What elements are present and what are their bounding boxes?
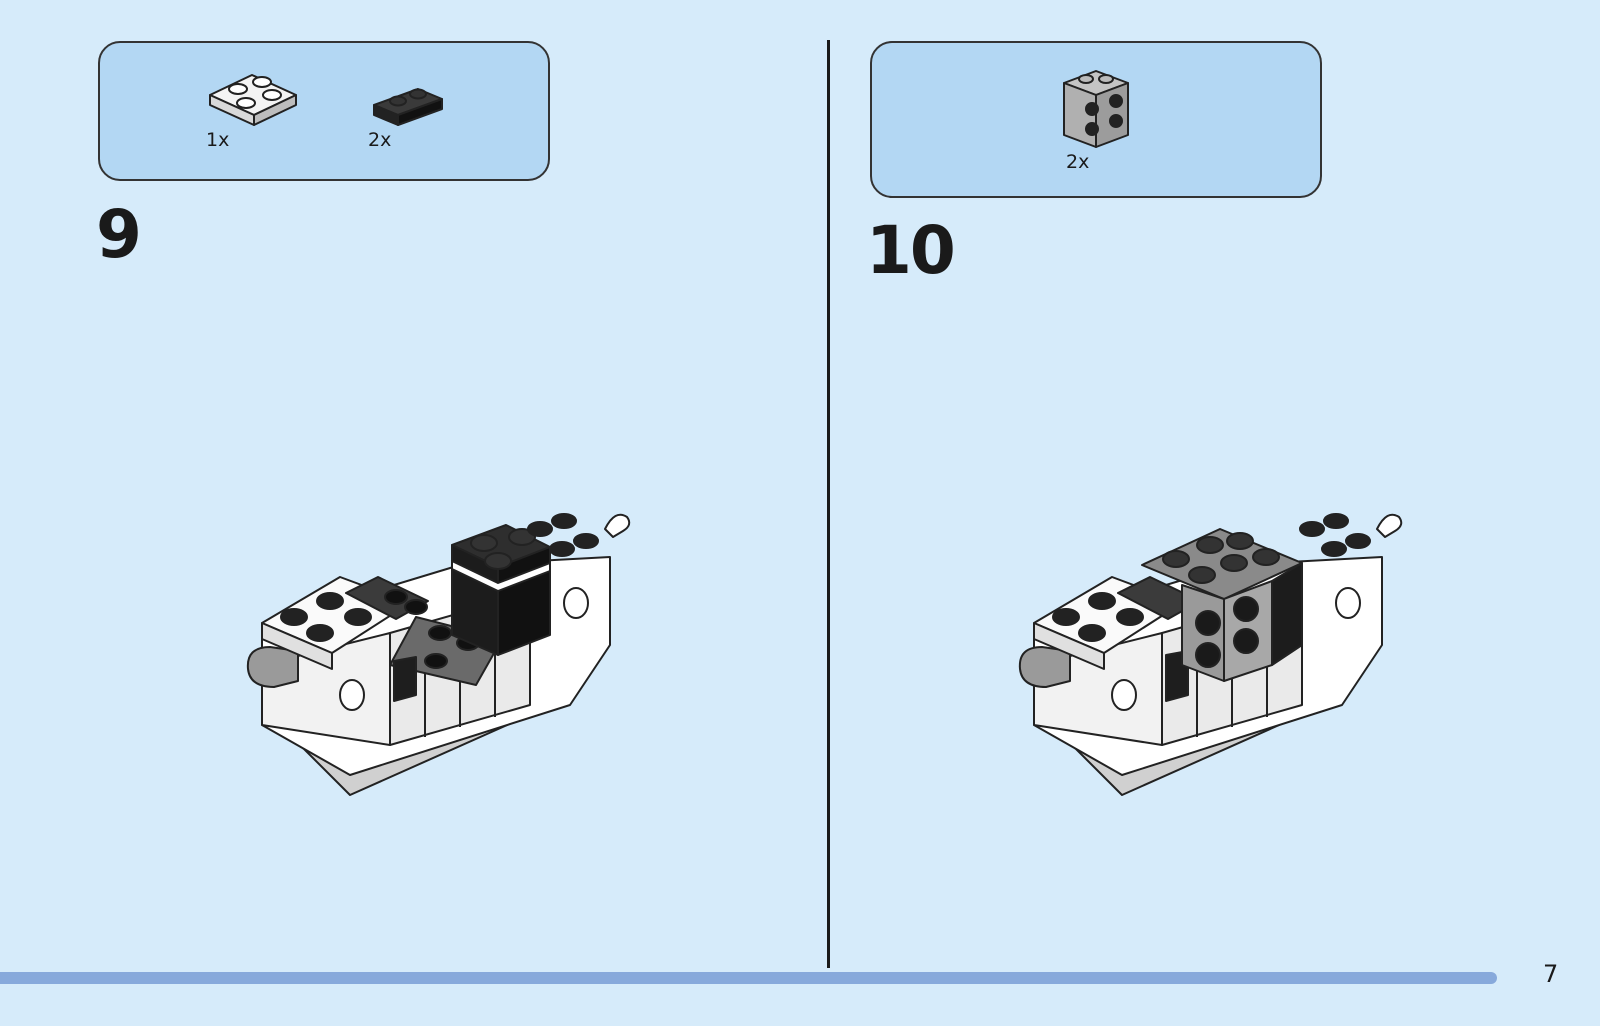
page-divider <box>827 40 830 968</box>
step-number-10: 10 <box>866 212 954 289</box>
boat-build-step-10-illustration <box>1012 505 1412 815</box>
parts-callout-step-10: 2x <box>870 41 1322 198</box>
boat-build-step-9-illustration <box>240 505 640 815</box>
page-number: 7 <box>1543 960 1558 988</box>
step-number-9: 9 <box>96 196 140 273</box>
part-quantity-black-plate: 2x <box>368 129 391 151</box>
part-quantity-white-plate: 1x <box>206 129 229 151</box>
part-quantity-grey-brick: 2x <box>1066 151 1089 173</box>
parts-callout-step-9: 1x 2x <box>98 41 550 181</box>
black-plate-1x2-icon <box>370 81 446 129</box>
footer-progress-bar <box>0 972 1497 984</box>
grey-brick-studs-on-side-icon <box>1060 65 1132 151</box>
white-plate-2x2-icon <box>206 65 302 127</box>
